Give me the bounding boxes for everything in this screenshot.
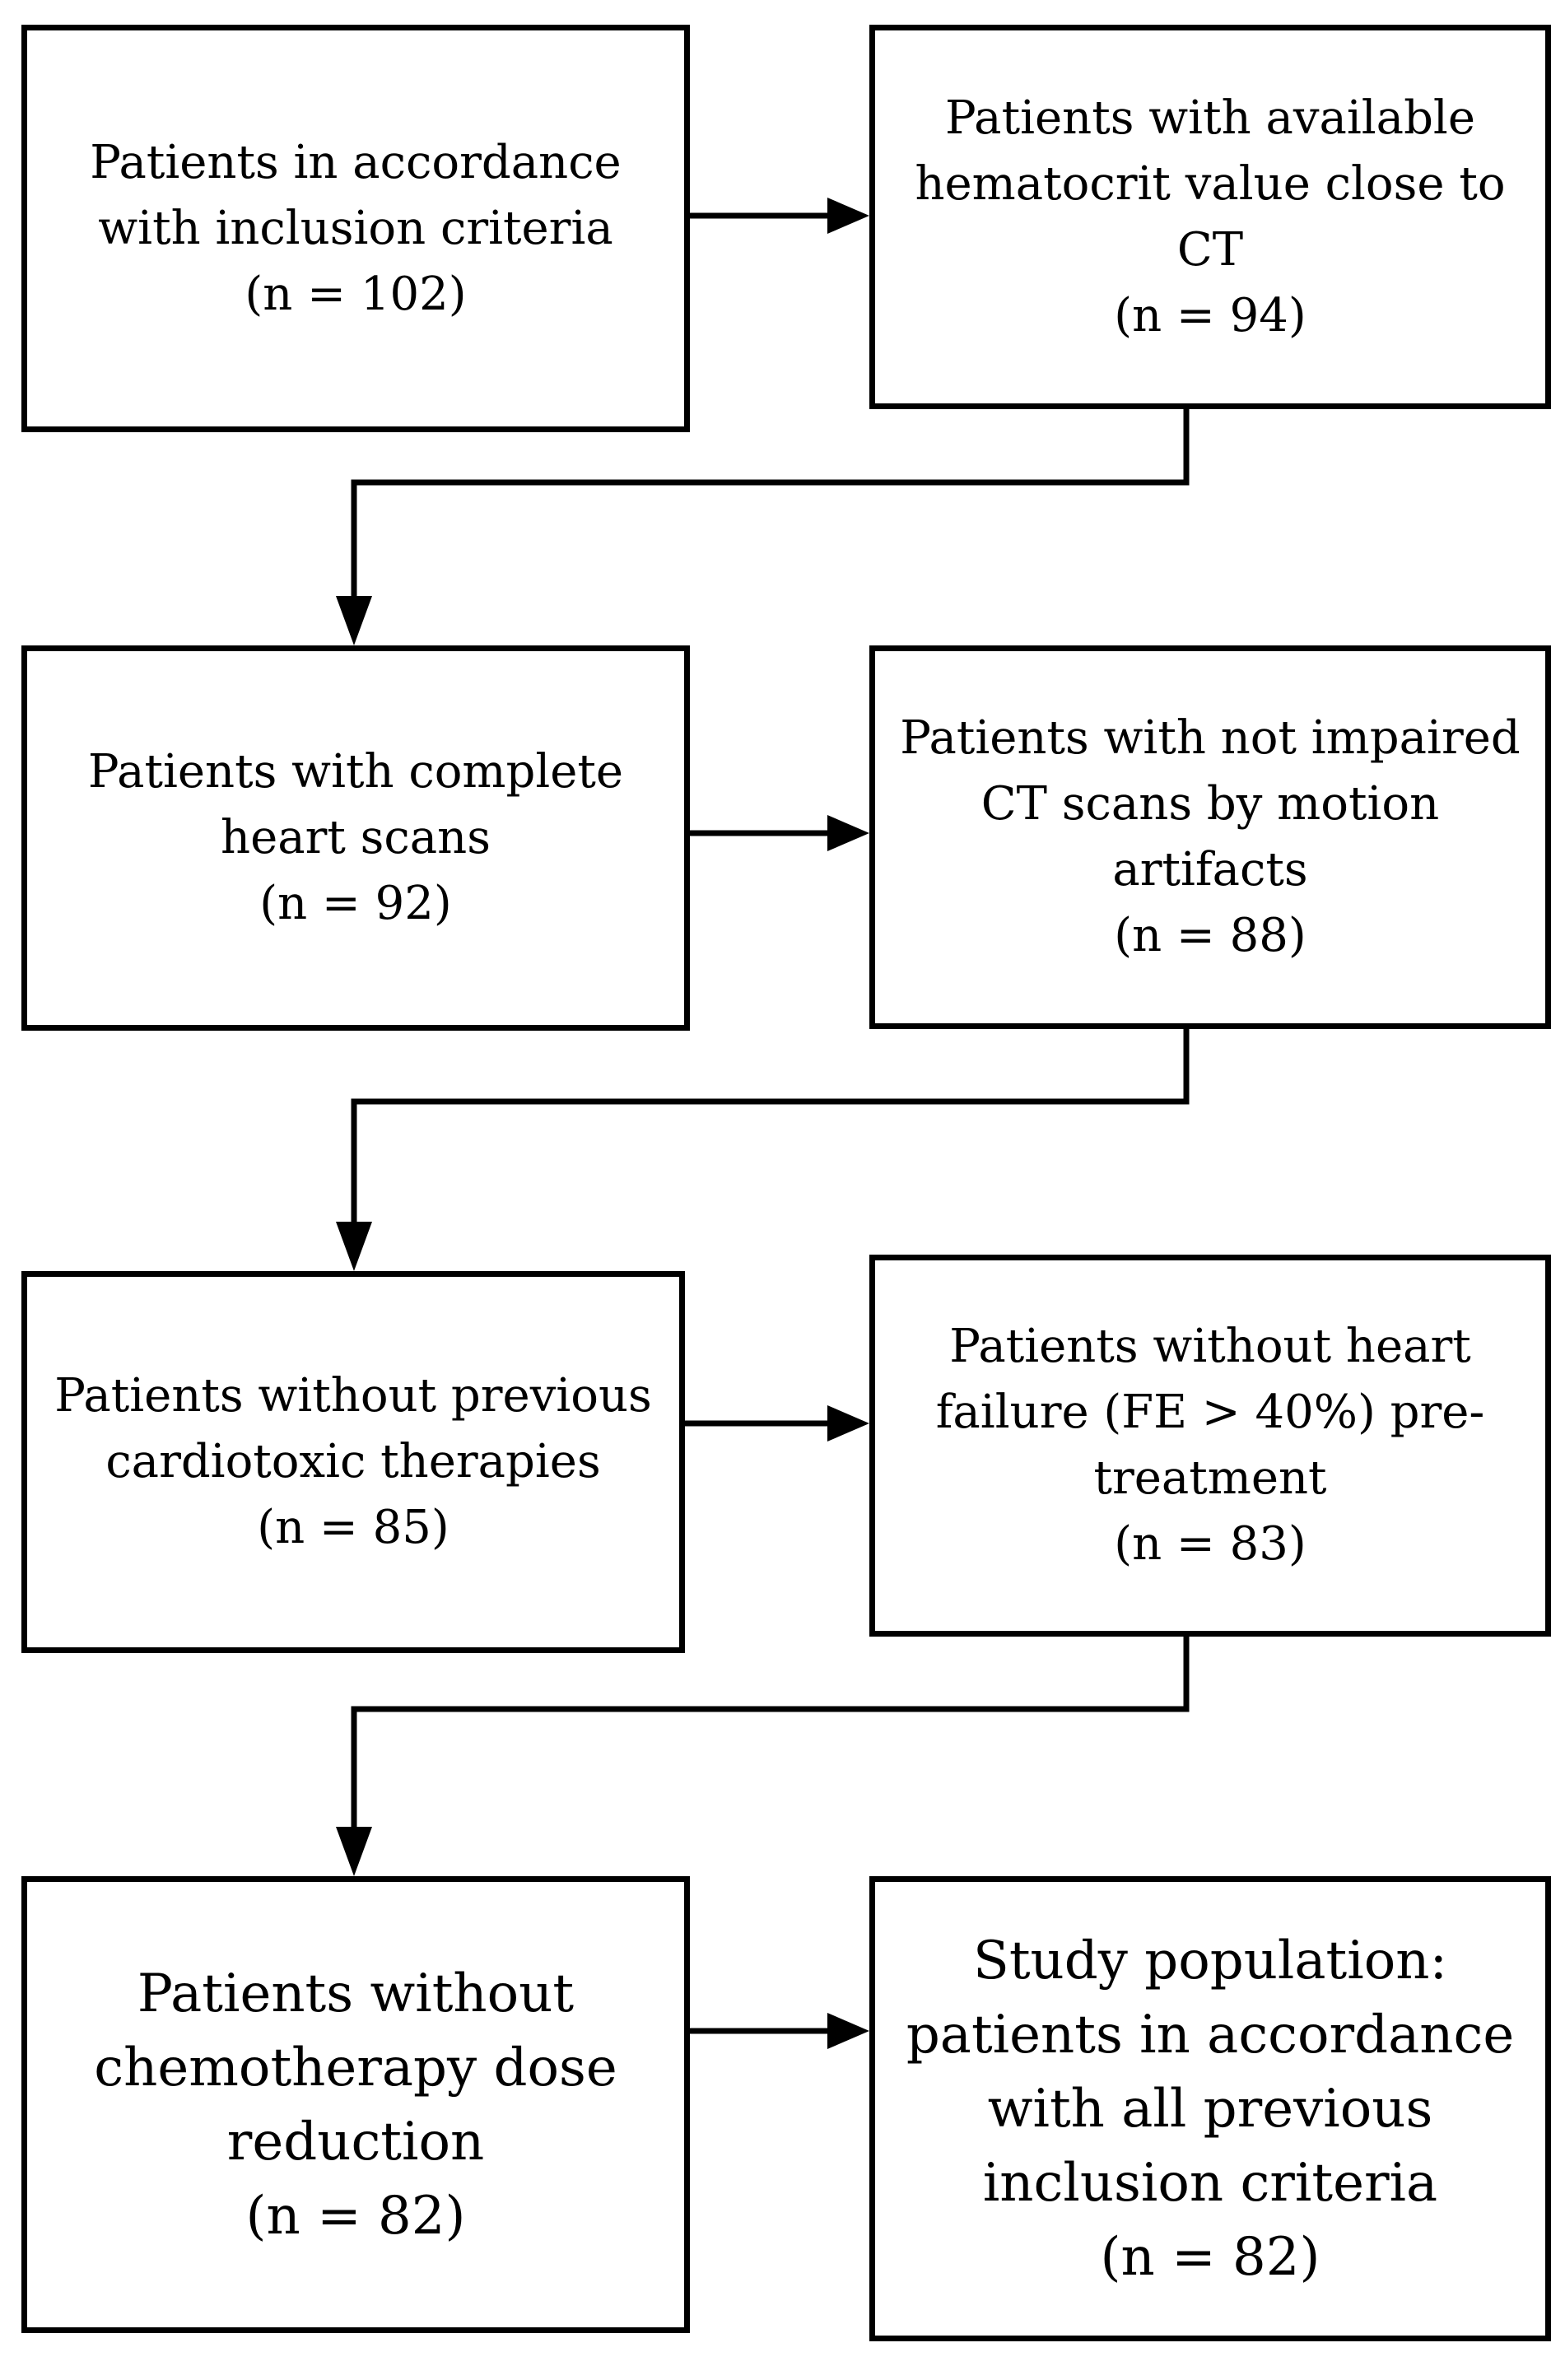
arrowhead-down-1 (336, 596, 372, 645)
box-text-line: Patients with complete (87, 745, 624, 799)
arrowhead-row2 (827, 815, 869, 851)
box-text-line: chemotherapy dose (94, 2037, 617, 2098)
box-text-line: inclusion criteria (982, 2152, 1438, 2214)
box-no-cardiotoxic-therapies: Patients without previous cardiotoxic th… (21, 1271, 685, 1653)
box-text-line: Patients with not impaired (900, 711, 1521, 765)
box-count: (n = 88) (1114, 909, 1306, 962)
box-text-line: artifacts (1112, 843, 1308, 897)
box-text-line: cardiotoxic therapies (105, 1435, 601, 1488)
box-no-dose-reduction: Patients without chemotherapy dose reduc… (21, 1876, 690, 2333)
box-text-line: Patients without previous (54, 1369, 652, 1423)
box-text-line: failure (FE > 40%) pre- (935, 1386, 1485, 1439)
connector-row3-to-row4 (351, 1637, 1190, 1832)
box-text-line: CT scans by motion (980, 777, 1440, 831)
arrowhead-row4 (827, 2013, 869, 2049)
box-text-line: Patients without (137, 1963, 575, 2024)
connector-row2-to-row3 (351, 1029, 1190, 1227)
box-text-line: Patients without heart (949, 1320, 1471, 1373)
box-available-hematocrit: Patients with available hematocrit value… (869, 25, 1551, 409)
arrowhead-down-3 (336, 1827, 372, 1876)
box-text-line: treatment (1093, 1451, 1327, 1505)
box-text-line: hematocrit value close to (915, 156, 1506, 211)
box-count: (n = 82) (245, 2185, 466, 2247)
box-count: (n = 83) (1114, 1517, 1306, 1571)
box-text-line: heart scans (221, 811, 491, 864)
box-text-line: Patients with available (945, 91, 1475, 145)
box-text-line: patients in accordance (906, 2004, 1515, 2066)
box-count: (n = 85) (257, 1501, 449, 1554)
box-count: (n = 102) (245, 267, 467, 321)
arrowhead-row1 (827, 198, 869, 234)
box-count: (n = 82) (1100, 2226, 1320, 2288)
box-no-heart-failure: Patients without heart failure (FE > 40%… (869, 1255, 1551, 1637)
box-text-line: Study population: (972, 1930, 1448, 1991)
box-study-population: Study population: patients in accordance… (869, 1876, 1551, 2341)
box-not-impaired-ct: Patients with not impaired CT scans by m… (869, 645, 1551, 1029)
box-text-line: Patients in accordance (90, 135, 622, 189)
box-text-line: reduction (226, 2111, 485, 2173)
box-complete-heart-scans: Patients with complete heart scans (n = … (21, 645, 690, 1031)
box-text-line: CT (1176, 222, 1244, 277)
box-text-line: with all previous (987, 2078, 1433, 2140)
box-count: (n = 92) (259, 877, 452, 930)
arrowhead-row3 (827, 1405, 869, 1442)
connector-row1-to-row2 (351, 409, 1190, 601)
box-text-line: with inclusion criteria (98, 201, 613, 255)
box-inclusion-criteria: Patients in accordance with inclusion cr… (21, 25, 690, 432)
box-count: (n = 94) (1114, 288, 1306, 342)
arrowhead-down-2 (336, 1222, 372, 1271)
